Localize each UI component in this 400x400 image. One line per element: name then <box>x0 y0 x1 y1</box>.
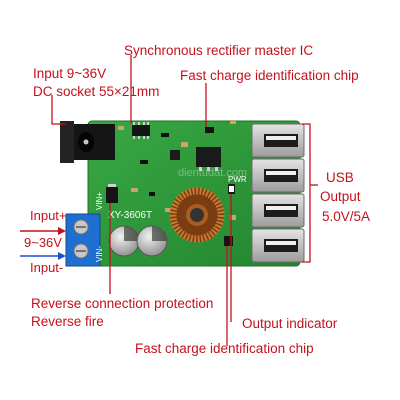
sync-rectifier-label: Synchronous rectifier master IC <box>124 43 314 58</box>
sync-rectifier-ic <box>132 122 150 139</box>
capacitor-left <box>108 225 140 257</box>
leader-lines <box>51 55 318 346</box>
reverse-fire-label: Reverse fire <box>31 314 104 329</box>
fast-charge-top-label: Fast charge identification chip <box>180 68 359 83</box>
smd-components <box>118 120 236 220</box>
input-plus-arrow <box>20 227 66 235</box>
input-terminal <box>65 213 101 267</box>
output-indicator-led <box>228 184 235 194</box>
board-vin-plus-label: VIN+ <box>95 192 104 210</box>
toroid-inductor <box>169 187 225 243</box>
fast-charge-chip-bottom <box>224 236 233 246</box>
input-minus-label: Input- <box>30 260 64 275</box>
watermark: dientudat.com <box>178 167 247 179</box>
input-minus-arrow <box>20 252 66 260</box>
reverse-protection-label: Reverse connection protection <box>31 296 214 311</box>
input-range-label: Input 9~36V <box>33 66 107 81</box>
board-vin-minus-label: VIN- <box>95 246 104 262</box>
reverse-protection-chip <box>106 184 118 203</box>
usb-port-3 <box>251 193 305 228</box>
mosfet <box>196 147 221 171</box>
output-indicator-label: Output indicator <box>242 316 338 331</box>
dc-socket-label: DC socket 55×21mm <box>33 84 160 99</box>
output-label: Output <box>320 189 361 204</box>
input-plus-label: Input+ <box>30 208 67 223</box>
usb-port-1 <box>251 123 305 158</box>
usb-label: USB <box>326 170 354 185</box>
output-rating-label: 5.0V/5A <box>322 209 371 224</box>
board-pwr-label: PWR <box>228 175 247 184</box>
board-model-label: XY-3606T <box>108 210 152 221</box>
input-voltage-label: 9~36V <box>24 235 62 250</box>
capacitor-right <box>136 225 168 257</box>
fast-charge-chip-top <box>205 127 214 133</box>
usb-port-4 <box>251 228 305 263</box>
fast-charge-bottom-label: Fast charge identification chip <box>135 341 314 356</box>
usb-port-2 <box>251 158 305 193</box>
dc-socket <box>60 121 115 163</box>
